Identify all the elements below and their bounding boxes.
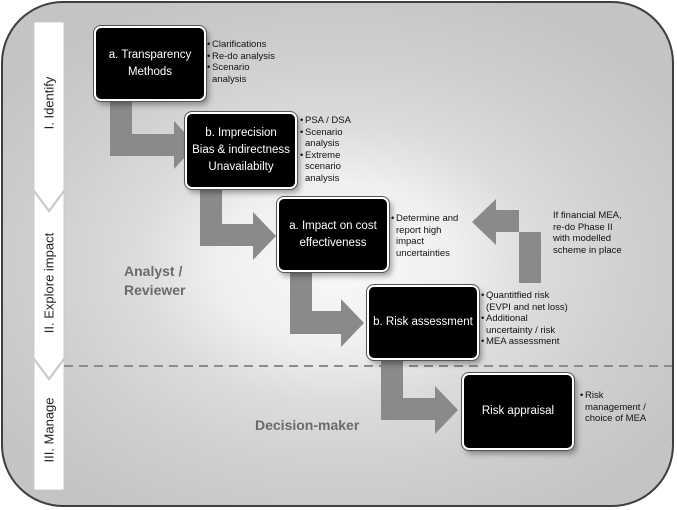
bullets-impact: Determine and report high impact uncerta… [391, 213, 458, 259]
role-decision-maker: Decision-maker [255, 417, 360, 433]
elbow-arrow [200, 188, 276, 260]
phase-label-explore: II. Explore impact [41, 232, 57, 334]
box-line: b. Risk assessment [373, 316, 473, 328]
bullets-imprecision: PSA / DSA Scenario analysis Extreme scen… [300, 115, 351, 184]
elbow-arrow [290, 271, 364, 347]
elbow-arrow [110, 101, 196, 169]
box-line: Methods [127, 65, 173, 78]
elbow-arrow [381, 360, 458, 434]
box-line: b. Imprecision [205, 127, 277, 139]
phase-label-identify: I. Identify [41, 76, 57, 130]
phase-label-manage: III. Manage [41, 397, 57, 463]
phase-chevron-manage [33, 358, 65, 491]
bullet-item: Scenario analysis [300, 127, 351, 150]
bullet-item: Risk management / choice of MEA [580, 390, 646, 425]
box-imprecision: b. Imprecision Bias & indirectness Unava… [185, 112, 297, 189]
bullet-item: MEA assessment [481, 336, 568, 348]
feedback-note: If financial MEA, re-do Phase II with mo… [553, 210, 622, 256]
box-line: effectiveness [299, 236, 367, 249]
phase-chevron-explore [33, 190, 65, 379]
box-risk-assessment: b. Risk assessment [367, 285, 479, 360]
phase-chevron-identify [33, 21, 65, 211]
bullet-item: Extreme scenario analysis [300, 150, 351, 185]
box-line: a. Impact on cost [289, 219, 377, 232]
box-transparency: a. Transparency Methods [94, 26, 206, 101]
box-impact: a. Impact on cost effectiveness [277, 197, 389, 272]
box-line: Unavailabilty [208, 161, 274, 173]
bullets-risk-appraisal: Risk management / choice of MEA [580, 390, 646, 425]
bullet-item: Quantitfied risk (EVPI and net loss) [481, 290, 568, 313]
bullet-item: Clarifications [207, 39, 275, 51]
box-risk-appraisal: Risk appraisal [462, 373, 574, 450]
feedback-arrow [472, 199, 541, 283]
box-line: a. Transparency [108, 48, 192, 61]
box-line: Risk appraisal [481, 405, 555, 417]
bullet-item: Additional uncertainty / risk [481, 313, 568, 336]
bullet-item: Scenario analysis [207, 62, 275, 85]
bullet-item: Determine and report high impact uncerta… [391, 213, 458, 259]
bullet-item: PSA / DSA [300, 115, 351, 127]
role-analyst: Analyst / Reviewer [124, 263, 186, 298]
bullets-transparency: Clarifications Re-do analysis Scenario a… [207, 39, 275, 85]
bullet-item: Re-do analysis [207, 51, 275, 63]
box-line: Bias & indirectness [192, 144, 290, 156]
bullets-risk-assessment: Quantitfied risk (EVPI and net loss) Add… [481, 290, 568, 348]
